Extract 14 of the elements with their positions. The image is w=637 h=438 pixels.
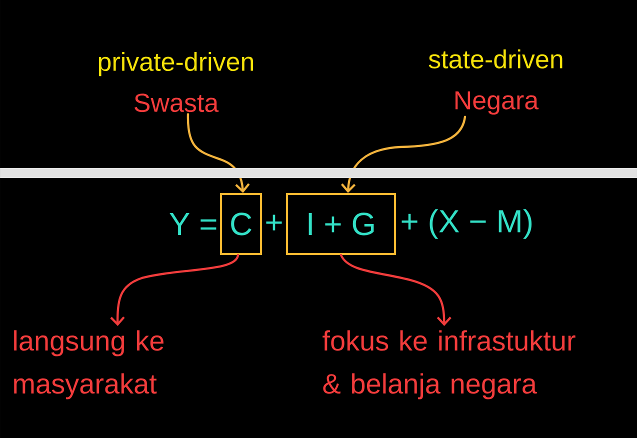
label-text: Negara — [456, 91, 539, 115]
equation-box: I + G — [286, 193, 396, 255]
equation-term: Y = — [170, 213, 216, 235]
arrow — [186, 113, 250, 193]
note-text: fokus ke infrastuktur & belanja negara — [322, 330, 576, 400]
equation-box: C — [220, 193, 262, 255]
heading-text: state-driven — [428, 49, 562, 68]
arrow — [340, 116, 466, 193]
plus-sign: + — [266, 214, 282, 230]
label-text: Swasta — [134, 94, 219, 112]
arrow — [340, 254, 452, 326]
note-text: langsung ke masyarakat — [14, 330, 164, 400]
arrow — [110, 254, 240, 326]
heading-text: private-driven — [98, 52, 254, 76]
